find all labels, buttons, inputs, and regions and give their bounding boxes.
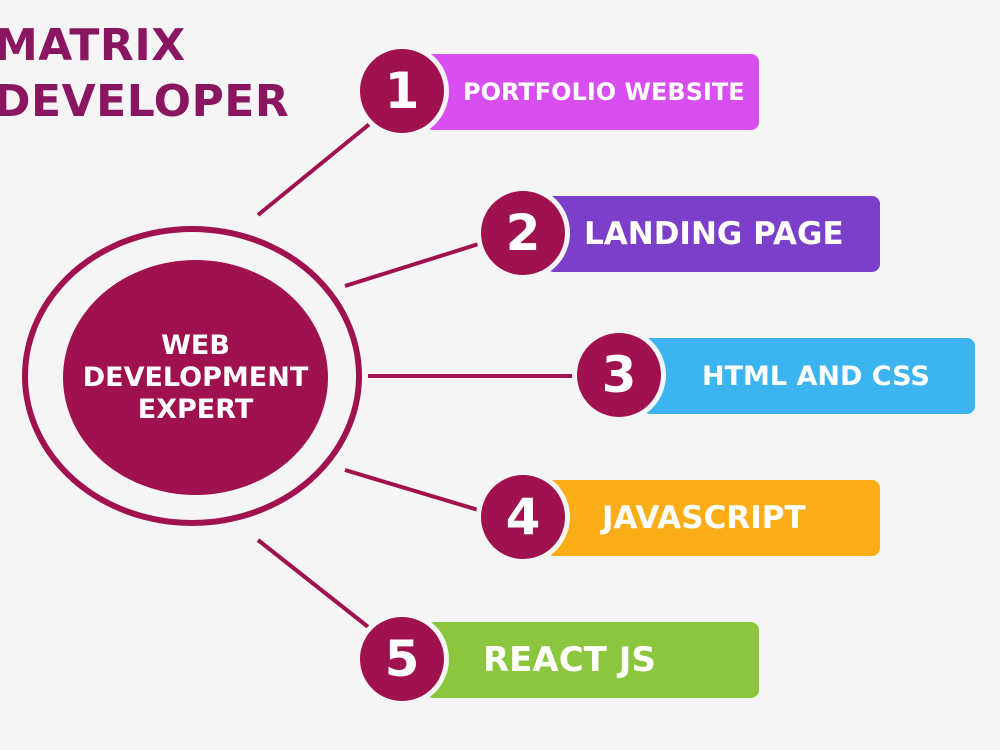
connector-2 xyxy=(344,240,486,288)
brand-line-1: MATRIX xyxy=(0,20,186,71)
item-1-pill: PORTFOLIO WEBSITE xyxy=(425,54,759,130)
item-2-label: LANDING PAGE xyxy=(584,216,844,252)
item-3-pill: HTML AND CSS xyxy=(642,338,975,414)
item-1-number: 1 xyxy=(355,44,449,138)
item-4-number: 4 xyxy=(476,470,570,564)
hub-line-3: EXPERT xyxy=(137,393,254,425)
item-3-label: HTML AND CSS xyxy=(702,360,930,392)
item-5-label: REACT JS xyxy=(483,640,656,680)
hub-line-2: DEVELOPMENT xyxy=(82,361,309,393)
connector-1 xyxy=(256,120,374,217)
connector-4 xyxy=(344,468,486,514)
brand-title: MATRIX DEVELOPER xyxy=(0,18,289,130)
item-3-number: 3 xyxy=(572,328,666,422)
item-2-pill: LANDING PAGE xyxy=(546,196,880,272)
hub-line-1: WEB xyxy=(161,329,230,361)
item-4-pill: JAVASCRIPT xyxy=(546,480,880,556)
item-2-number: 2 xyxy=(476,186,570,280)
item-1-label: PORTFOLIO WEBSITE xyxy=(463,78,745,106)
item-5-number: 5 xyxy=(355,612,449,706)
item-4-label: JAVASCRIPT xyxy=(602,500,806,536)
brand-line-2: DEVELOPER xyxy=(0,76,290,127)
item-5-pill: REACT JS xyxy=(425,622,759,698)
connector-5 xyxy=(256,538,374,632)
hub-circle: WEB DEVELOPMENT EXPERT xyxy=(63,260,328,495)
